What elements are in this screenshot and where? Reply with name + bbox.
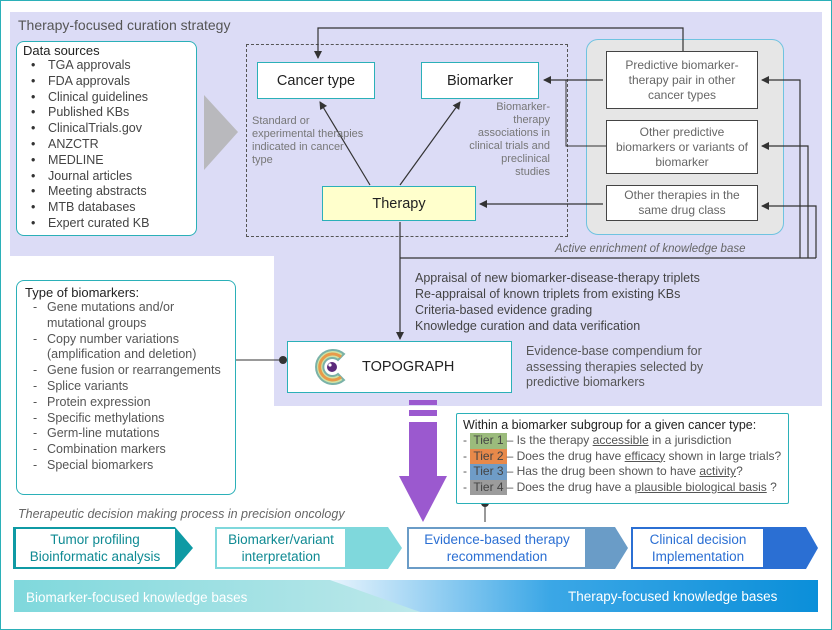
topograph-logo-icon [315, 349, 346, 385]
biomarker-types-list: Gene mutations and/or mutational groups … [25, 300, 227, 474]
tier-bullet: - [463, 479, 471, 494]
tier-bullet: - [463, 433, 471, 447]
topograph-box: TOPOGRAPH [287, 341, 512, 393]
tier-keyword: activity [699, 464, 737, 478]
biomarker-node: Biomarker [421, 62, 539, 99]
active-enrichment-note: Active enrichment of knowledge base [555, 243, 746, 255]
data-sources-heading: Data sources [23, 43, 100, 58]
other-therapies-box: Other therapies in the same drug class [606, 185, 758, 221]
associations-note: Biomarker-therapy associations in clinic… [469, 101, 550, 178]
flow-chevron-icon [204, 95, 238, 170]
tier-question-end: shown in large trials? [665, 448, 782, 463]
data-source-item: TGA approvals [23, 58, 190, 74]
tier-label: Tier 4 [470, 479, 507, 495]
cancer-type-node: Cancer type [257, 62, 375, 99]
diagram-title: Therapy-focused curation strategy [18, 17, 231, 33]
biomarker-type-item: Special biomarkers [25, 458, 227, 474]
tier-question: – Has the drug been shown to have [506, 464, 700, 478]
data-source-item: Meeting abstracts [23, 184, 190, 200]
appraisal-step: Criteria-based evidence grading [415, 303, 593, 317]
data-source-item: ClinicalTrials.gov [23, 121, 190, 137]
evidence-tiers-panel: Within a biomarker subgroup for a given … [456, 413, 789, 504]
data-source-item: Clinical guidelines [23, 90, 190, 106]
appraisal-steps: Appraisal of new biomarker-disease-thera… [415, 270, 700, 334]
process-caption: Therapeutic decision making process in p… [18, 507, 345, 521]
knowledge-base-bands [14, 580, 818, 612]
tier-keyword: accessible [592, 433, 649, 447]
step-biomarker-interpretation: Biomarker/variant interpretation [228, 532, 334, 564]
biomarker-type-item: Germ-line mutations [25, 426, 227, 442]
tier-question: – Does the drug have [506, 448, 625, 463]
tier-row: - Tier 4– Does the drug have a plausible… [463, 479, 782, 495]
data-sources-list: TGA approvals FDA approvals Clinical gui… [23, 58, 190, 232]
step-clinical-decision: Clinical decision Implementation [649, 532, 747, 564]
step-evidence-recommendation: Evidence-based therapy recommendation [424, 532, 570, 564]
tier-label: Tier 3 [470, 464, 507, 480]
biomarker-type-item: Combination markers [25, 442, 227, 458]
data-source-item: ANZCTR [23, 137, 190, 153]
biomarker-type-item: Gene mutations and/or mutational groups [25, 300, 227, 332]
tier-bullet: - [463, 448, 471, 463]
tier-question: – Is the therapy [506, 433, 593, 447]
process-chevrons [13, 527, 818, 569]
tier-question: – Does the drug have a [506, 479, 635, 494]
topograph-name: TOPOGRAPH [362, 359, 455, 375]
therapy-focused-kb-label: Therapy-focused knowledge bases [568, 589, 778, 604]
biomarker-type-item: Protein expression [25, 395, 227, 411]
biomarker-type-item: Gene fusion or rearrangements [25, 363, 227, 379]
tier-row: - Tier 1– Is the therapy accessible in a… [463, 433, 782, 449]
appraisal-step: Appraisal of new biomarker-disease-thera… [415, 271, 700, 285]
tier-row: - Tier 2– Does the drug have efficacy sh… [463, 448, 782, 464]
core-entities-dashed-box [246, 44, 568, 237]
biomarker-type-item: Splice variants [25, 379, 227, 395]
data-source-item: Journal articles [23, 169, 190, 185]
appraisal-step: Knowledge curation and data verification [415, 319, 641, 333]
tier-question-end: ? [766, 479, 777, 494]
tier-question-end: ? [736, 464, 743, 478]
data-source-item: MEDLINE [23, 153, 190, 169]
data-source-item: MTB databases [23, 200, 190, 216]
tier-keyword: efficacy [624, 448, 666, 463]
therapy-node: Therapy [322, 186, 476, 221]
step-tumor-profiling: Tumor profiling Bioinformatic analysis [29, 532, 161, 564]
tier-row: - Tier 3– Has the drug been shown to hav… [463, 464, 782, 480]
tiers-heading: Within a biomarker subgroup for a given … [463, 418, 757, 432]
data-sources-panel: Data sources TGA approvals FDA approvals… [16, 41, 197, 236]
biomarker-types-panel: Type of biomarkers: Gene mutations and/o… [16, 280, 236, 495]
biomarker-type-item: Copy number variations (amplification an… [25, 332, 227, 364]
standard-therapies-note: Standard or experimental therapies indic… [252, 115, 364, 166]
topograph-description: Evidence-base compendium for assessing t… [526, 344, 704, 389]
tier-bullet: - [463, 464, 471, 478]
data-source-item: Expert curated KB [23, 216, 190, 232]
down-arrow-icon [399, 400, 447, 522]
tier-question-end: in a jurisdiction [648, 433, 732, 447]
other-biomarkers-box: Other predictive biomarkers or variants … [606, 120, 758, 174]
appraisal-step: Re-appraisal of known triplets from exis… [415, 287, 681, 301]
tier-keyword: plausible biological basis [634, 479, 767, 494]
biomarker-focused-kb-label: Biomarker-focused knowledge bases [26, 590, 248, 605]
data-source-item: Published KBs [23, 105, 190, 121]
tier-label: Tier 2 [470, 448, 507, 464]
pair-other-cancer-box: Predictive biomarker-therapy pair in oth… [606, 51, 758, 109]
tier-label: Tier 1 [470, 433, 507, 449]
biomarker-type-item: Specific methylations [25, 411, 227, 427]
data-source-item: FDA approvals [23, 74, 190, 90]
biomarker-types-heading: Type of biomarkers: [25, 285, 140, 300]
